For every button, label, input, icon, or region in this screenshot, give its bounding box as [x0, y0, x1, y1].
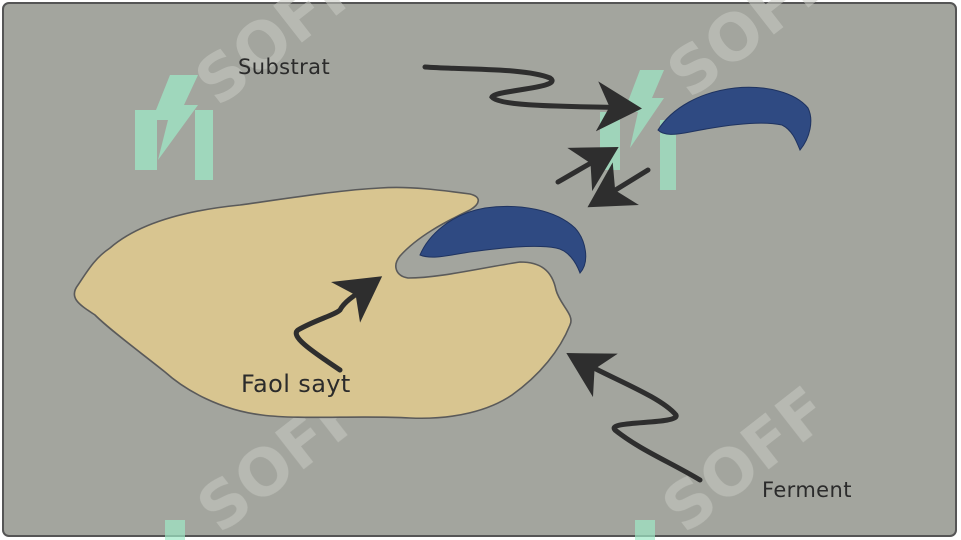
equilibrium-arrow-forward-icon: [555, 147, 619, 192]
substrate-label: Substrat: [238, 55, 330, 79]
bound-substrate: [419, 205, 587, 274]
enzyme-label: Ferment: [762, 478, 852, 502]
watermark-logo-icon: [135, 75, 213, 180]
free-substrate: [657, 86, 812, 151]
watermark-logo-icon: [165, 520, 655, 540]
enzyme-body: [73, 186, 572, 420]
active-site-label: Faol sayt: [241, 370, 351, 398]
substrate-arrow-icon: [422, 64, 642, 132]
equilibrium-arrow-backward-icon: [587, 162, 651, 208]
active-site-arrow-icon: [293, 276, 383, 373]
enzyme-arrow-icon: [566, 353, 703, 483]
